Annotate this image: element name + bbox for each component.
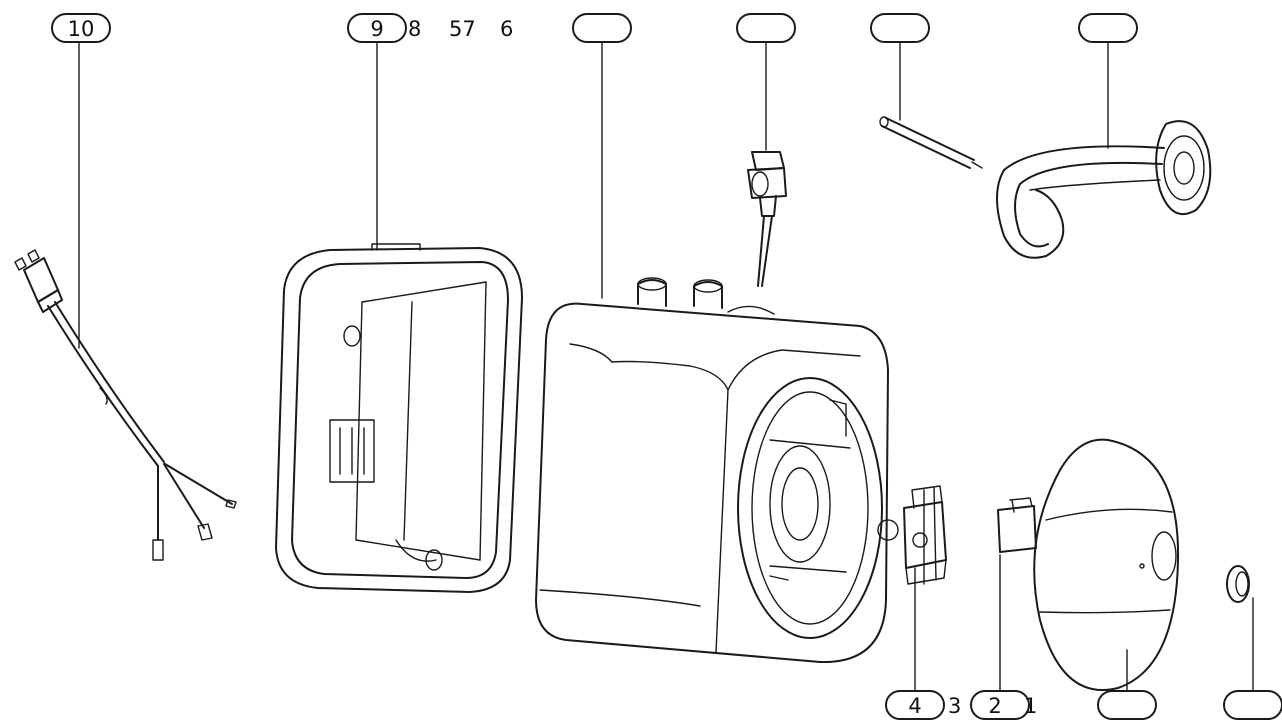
callout-4-label: 4 bbox=[908, 694, 921, 718]
callout-empty-shell bbox=[572, 13, 632, 43]
callout-4: 4 bbox=[885, 690, 945, 720]
callout-empty-element bbox=[1078, 13, 1138, 43]
rear-cover-part bbox=[275, 243, 523, 593]
anode-rod-part bbox=[879, 116, 983, 169]
callout-10-label: 10 bbox=[68, 17, 95, 41]
label-57: 57 bbox=[449, 17, 476, 41]
label-6: 6 bbox=[500, 17, 513, 41]
callout-2-label: 2 bbox=[988, 694, 1001, 718]
callout-empty-knob bbox=[1223, 690, 1282, 720]
callout-empty-valve bbox=[736, 13, 796, 43]
callout-9: 9 bbox=[347, 13, 407, 43]
callout-empty-rod bbox=[870, 13, 930, 43]
label-3: 3 bbox=[948, 694, 961, 718]
relief-valve-part bbox=[747, 151, 787, 287]
callout-9-label: 9 bbox=[370, 17, 383, 41]
leader-lines bbox=[78, 41, 1254, 693]
label-1: 1 bbox=[1024, 694, 1037, 718]
callout-2: 2 bbox=[970, 690, 1030, 720]
knob-part bbox=[1226, 565, 1250, 603]
tank-shell-part bbox=[535, 277, 889, 664]
label-8: 8 bbox=[408, 17, 421, 41]
callout-10: 10 bbox=[51, 13, 111, 43]
switch-block-part bbox=[997, 497, 1037, 553]
thermostat-part bbox=[877, 485, 947, 585]
power-cord-part bbox=[14, 249, 237, 561]
callout-empty-front-cover bbox=[1097, 690, 1157, 720]
front-cover-part bbox=[1033, 438, 1180, 691]
heating-element-part bbox=[996, 120, 1212, 259]
